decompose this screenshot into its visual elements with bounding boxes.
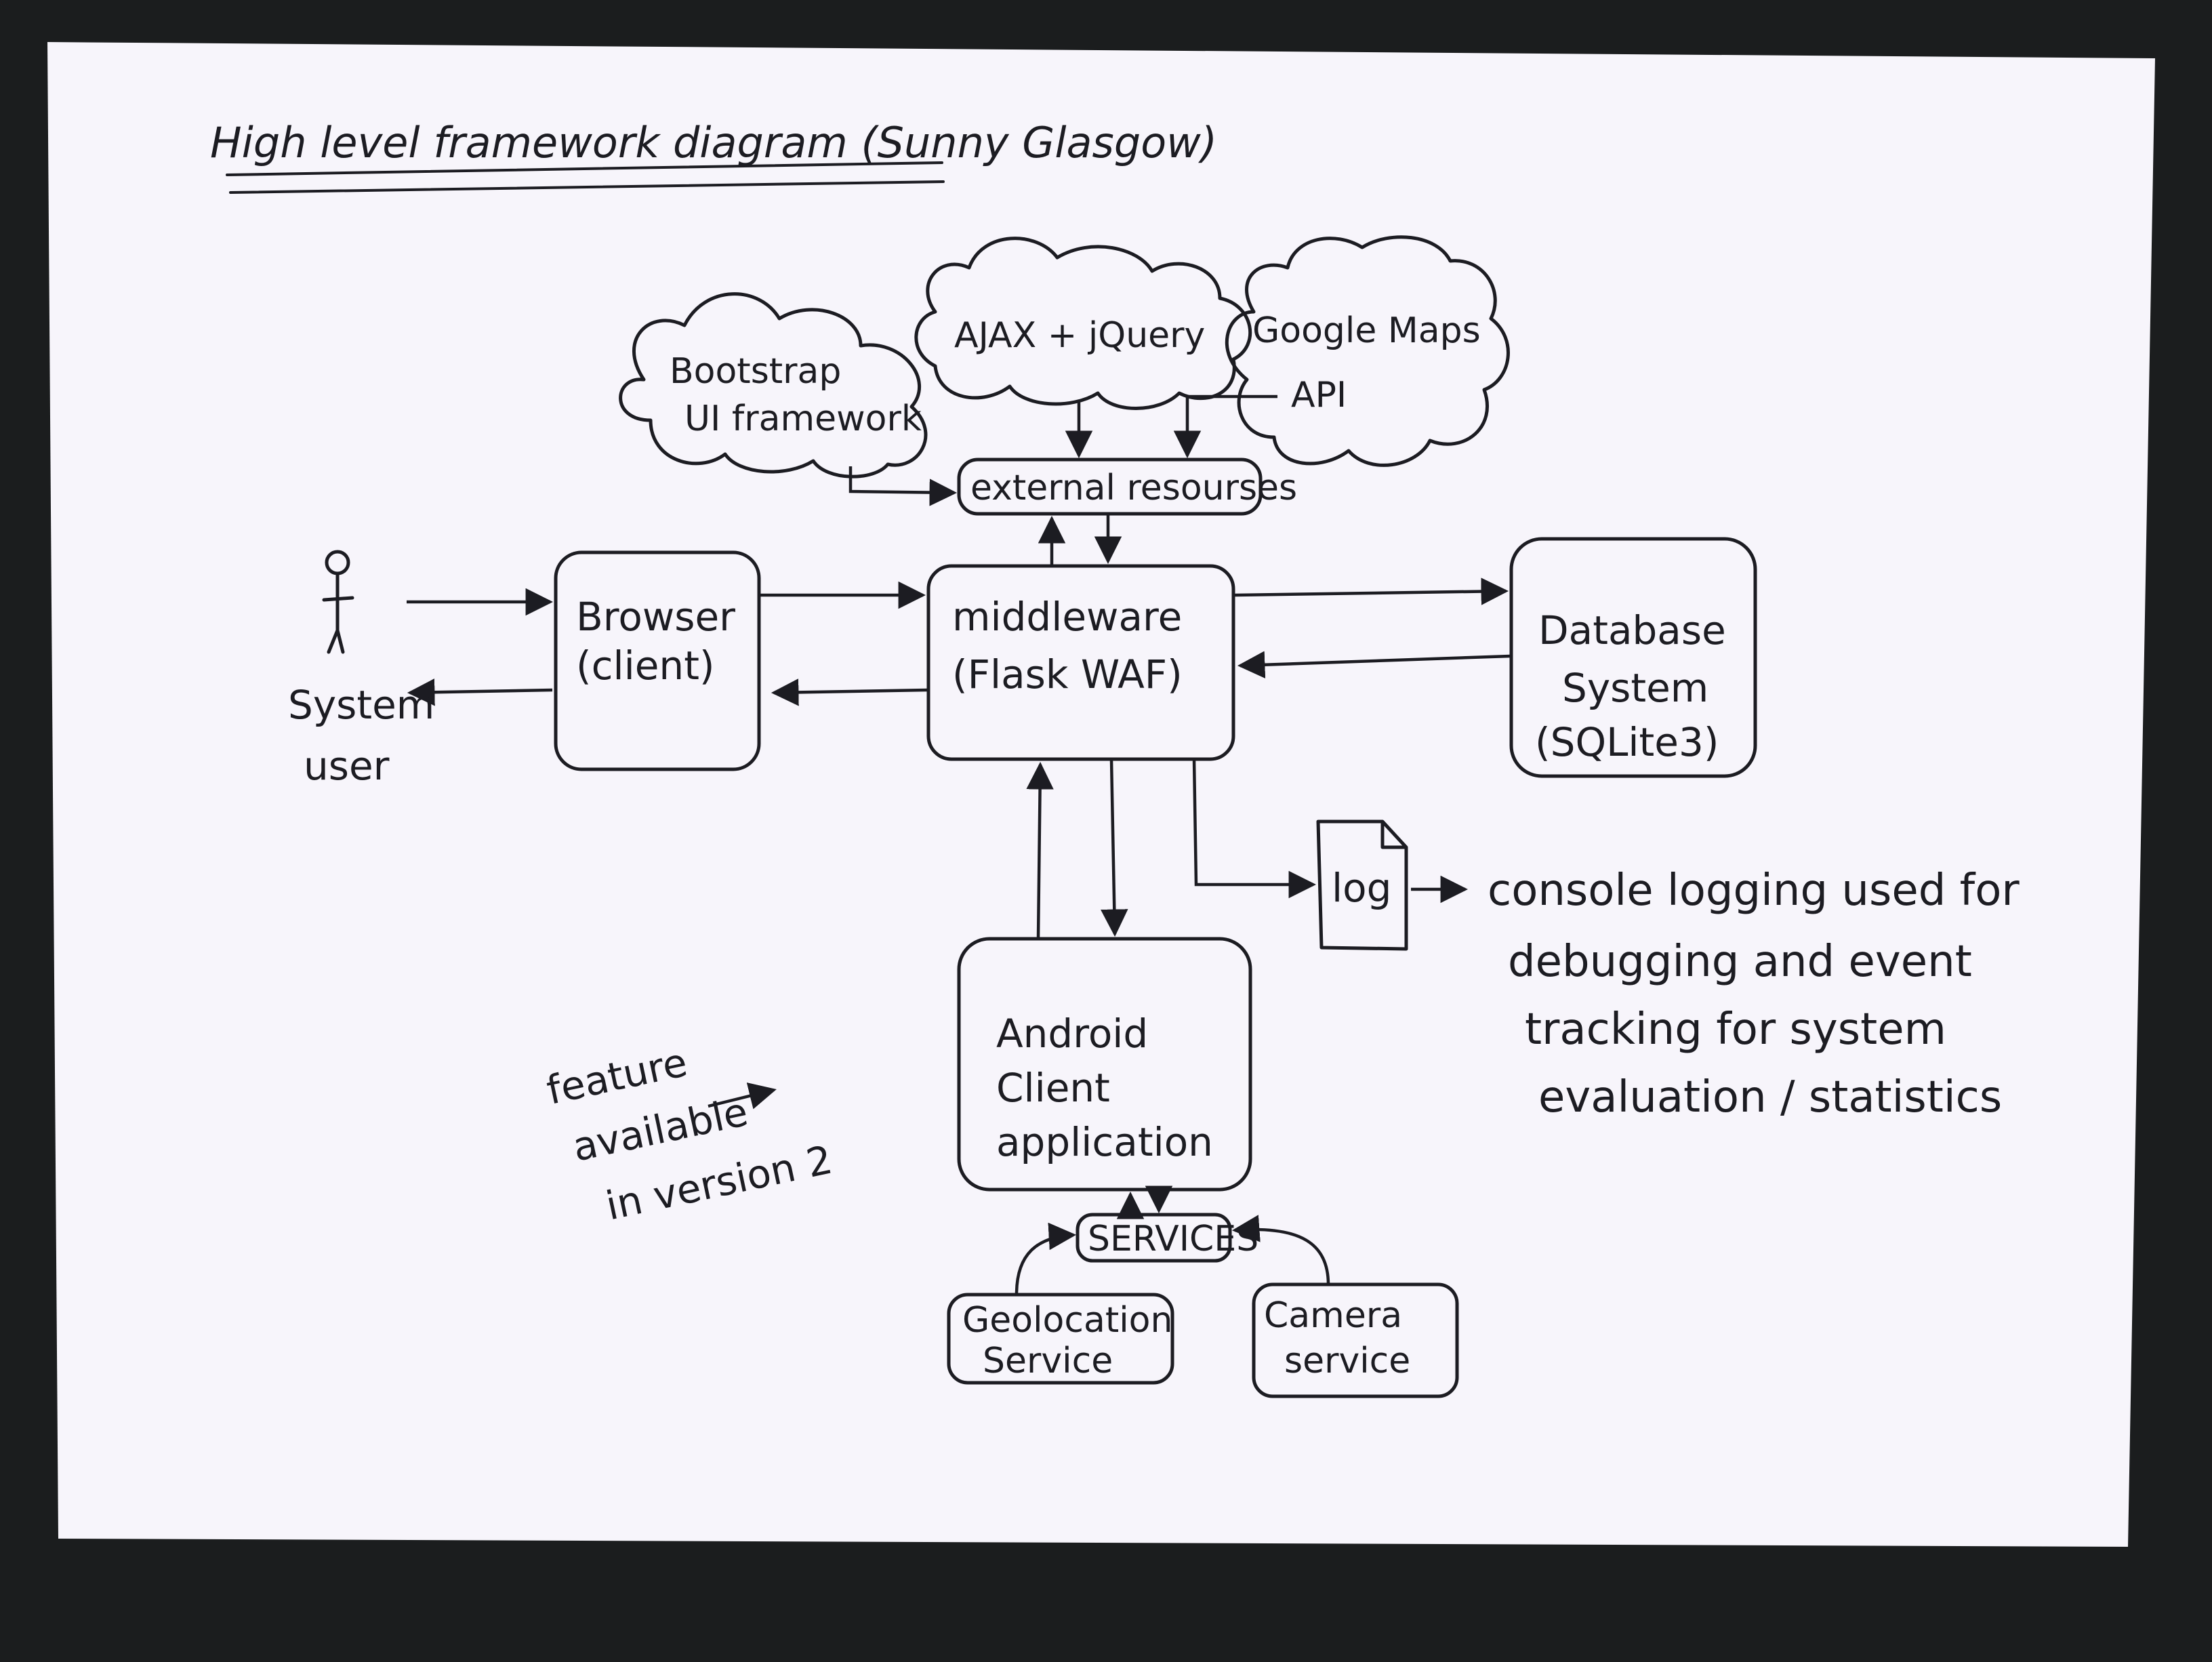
database-box [1509, 537, 1757, 778]
database-label-3: (SQLite3) [1535, 719, 1719, 765]
google-maps-cloud [1225, 235, 1510, 467]
camera-to-services-arrow [1231, 1215, 1330, 1285]
geolocation-to-services-arrow [1015, 1222, 1077, 1295]
log-document [1316, 819, 1408, 951]
camera-box [1252, 1282, 1459, 1398]
middleware-to-android-arrow [1101, 758, 1128, 937]
ajax-cloud [914, 237, 1252, 410]
browser-to-user-arrow [407, 678, 553, 706]
node-labels: Bootstrap UI framework AJAX + jQuery Goo… [288, 310, 1726, 1381]
external-resources-label: external resourses [970, 468, 1297, 508]
ajax-label: AJAX + jQuery [954, 315, 1205, 356]
connector-arrows [407, 394, 1511, 1295]
geolocation-box [947, 1293, 1174, 1385]
android-label-3: application [996, 1119, 1213, 1165]
geolocation-label-1: Geolocation [962, 1300, 1172, 1341]
camera-label-2: service [1284, 1341, 1410, 1381]
bootstrap-label-1: Bootstrap [670, 351, 841, 392]
middleware-to-database-arrow [1234, 577, 1509, 605]
android-label-1: Android [996, 1011, 1148, 1057]
console-note-line-2: debugging and event [1508, 937, 1972, 987]
console-note-line-1: console logging used for [1488, 866, 2020, 916]
browser-label-2: (client) [576, 643, 715, 689]
console-logging-note: console logging used for debugging and e… [1488, 866, 2020, 1122]
external-resources-box [957, 458, 1263, 516]
middleware-label-1: middleware [952, 594, 1182, 640]
feature-legend-arrow [708, 1082, 777, 1110]
middleware-box [926, 564, 1235, 761]
android-to-middleware-arrow [1026, 761, 1054, 939]
svg-text:High level framework diagram (: High level framework diagram (Sunny Glas… [210, 118, 1217, 167]
bootstrap-label-2: UI framework [684, 399, 922, 439]
paper-sheet [47, 42, 2155, 1547]
google-maps-label-1: Google Maps [1252, 310, 1481, 351]
diagram-title: High level framework diagram (Sunny Glas… [210, 118, 1217, 194]
database-label-1: Database [1538, 607, 1726, 653]
camera-label-1: Camera [1264, 1295, 1402, 1336]
google-maps-label-2: API [1291, 375, 1347, 416]
services-box [1076, 1213, 1232, 1263]
bootstrap-to-external-arrow [848, 466, 958, 506]
middleware-label-2: (Flask WAF) [952, 651, 1183, 697]
bootstrap-cloud [619, 292, 928, 479]
database-label-2: System [1562, 665, 1708, 711]
user-label-2: user [304, 743, 390, 789]
geolocation-label-2: Service [983, 1341, 1113, 1381]
android-label-2: Client [996, 1065, 1110, 1111]
log-label: log [1332, 865, 1391, 911]
services-label: SERVICES [1088, 1219, 1258, 1259]
middleware-to-browser-arrow [771, 678, 928, 706]
middleware-to-log-arrow [1192, 758, 1317, 899]
database-to-middleware-arrow [1237, 651, 1511, 678]
android-box [957, 937, 1252, 1192]
console-note-line-4: evaluation / statistics [1538, 1072, 2002, 1122]
user-stick-figure [322, 550, 354, 654]
google-maps-to-external-arrow [1173, 394, 1277, 459]
user-label-1: System [288, 682, 434, 728]
browser-label-1: Browser [576, 594, 735, 640]
console-note-line-3: tracking for system [1525, 1005, 1946, 1055]
browser-box [554, 550, 761, 771]
